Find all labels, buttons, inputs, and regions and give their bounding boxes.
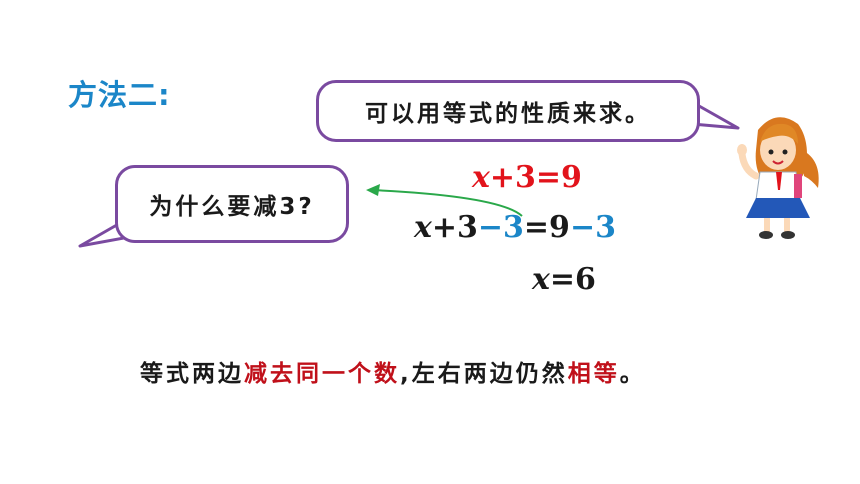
speech-bubble-method-text: 可以用等式的性质来求。 [365,101,651,127]
girl-illustration [737,117,819,239]
equation-2-minus3-left: −3 [477,210,524,245]
variable-x: x [414,210,432,245]
equation-2-equals9: =9 [523,210,570,245]
conclusion-part-1: 等式两边 [140,361,244,387]
equation-1-rest: +3=9 [489,160,582,195]
conclusion-highlight-equal: 相等 [567,361,620,387]
speech-bubble-question: 为什么要减3? [115,165,349,243]
speech-bubble-question-text: 为什么要减3? [149,194,315,220]
variable-x: x [472,160,490,195]
conclusion-part-5: 。 [619,361,646,387]
equation-line-1: x+3=9 [472,160,582,195]
method-heading: 方法二: [68,78,171,112]
conclusion-part-3: ,左右两边仍然 [400,361,568,387]
equation-2-plus3: +3 [431,210,478,245]
equation-2-minus3-right: −3 [569,210,616,245]
equation-3-rest: =6 [549,262,596,297]
equation-line-3: x=6 [532,262,596,297]
speech-bubble-method: 可以用等式的性质来求。 [316,80,700,142]
conclusion-text: 等式两边减去同一个数,左右两边仍然相等。 [140,354,646,388]
variable-x: x [532,262,550,297]
equation-line-2: x+3−3=9−3 [414,210,616,245]
conclusion-highlight-subtract: 减去同一个数 [244,361,400,387]
